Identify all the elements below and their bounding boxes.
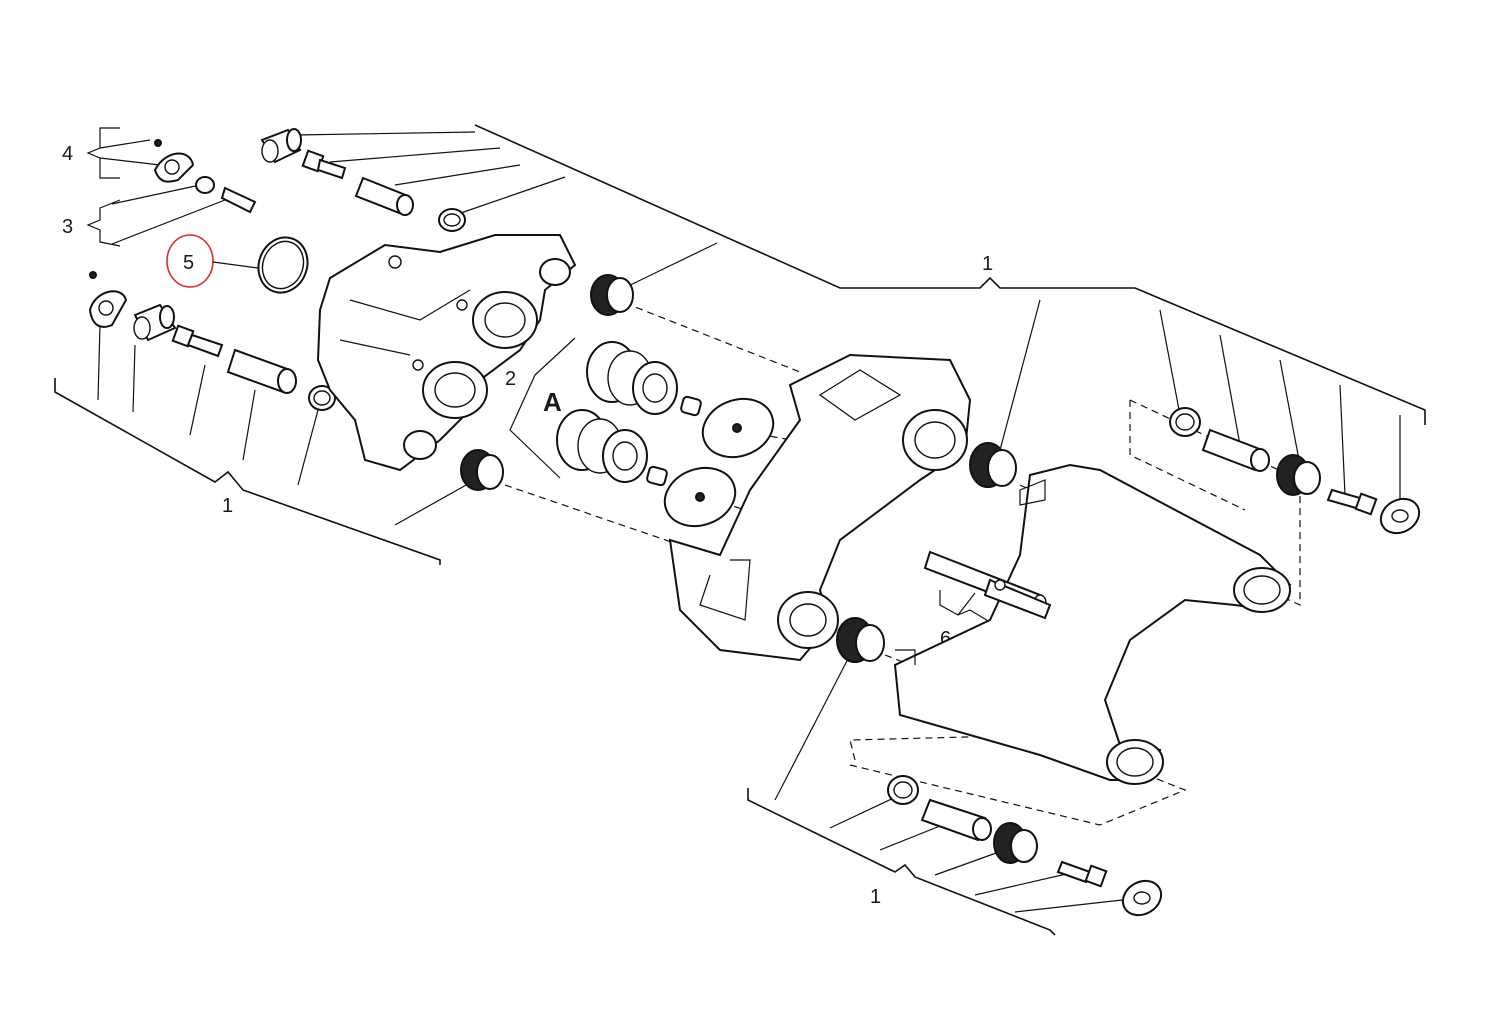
bellows-boots <box>460 274 1017 663</box>
bolt-right-part <box>1326 488 1378 516</box>
top-left-parts <box>153 128 466 294</box>
label-3: 3 <box>62 216 73 238</box>
bolt-bottom-part <box>1056 860 1108 888</box>
label-1-left: 1 <box>222 495 233 517</box>
bottom-kit-parts <box>887 775 1163 917</box>
guide-pin-bottom-part <box>920 798 992 842</box>
retaining-pins-part <box>923 550 1052 620</box>
callout-5-group: 5 <box>166 234 259 288</box>
boot-center-part <box>969 442 1017 488</box>
bleeder-cap-part <box>153 139 195 183</box>
small-bushing-left-part <box>308 385 336 411</box>
label-A: A <box>543 387 562 417</box>
boot-left-part <box>460 449 504 491</box>
label-6: 6 <box>940 628 951 650</box>
bushing-bottom-part <box>887 775 919 805</box>
callout-4-group: 4 <box>62 127 161 179</box>
adjuster-lower-part <box>646 465 668 487</box>
dust-boot-lower-part <box>556 409 648 483</box>
adjuster-upper-part <box>680 395 702 417</box>
small-bushing-part <box>438 208 466 232</box>
label-5: 5 <box>183 252 194 274</box>
highlight-circle <box>166 234 214 288</box>
mounting-frame-part <box>893 463 1292 785</box>
boot-bottom-part <box>993 822 1038 864</box>
retaining-ring-part <box>257 236 309 294</box>
left-bracket-group-1: 1 <box>54 324 476 565</box>
guide-bolt-left-part <box>171 324 224 358</box>
bleeder-screw-part <box>195 176 257 214</box>
boot-top-part <box>590 274 634 316</box>
bushing-left-part <box>133 303 177 342</box>
shim-lower-part <box>663 466 737 528</box>
right-kit-parts <box>1169 407 1421 535</box>
piston-kit-group <box>556 341 775 528</box>
bushing-part <box>260 128 302 164</box>
label-1-bottom: 1 <box>870 886 881 908</box>
top-bracket-group-1: 1 <box>294 124 1426 505</box>
label-2: 2 <box>505 368 516 390</box>
left-kit-parts <box>88 271 336 411</box>
guide-pin-left-part <box>226 348 297 394</box>
bushing-right-part <box>1169 407 1201 437</box>
shim-upper-part <box>701 397 775 459</box>
bleeder-cap-left-part <box>88 271 128 328</box>
guide-pin-right-part <box>1201 428 1270 472</box>
boot-right-part <box>1276 454 1321 496</box>
guide-bolt-part <box>301 149 347 180</box>
washer-bottom-part <box>1121 879 1163 917</box>
dust-boot-upper-part <box>586 341 678 415</box>
caliper-housing-part <box>316 234 577 472</box>
label-4: 4 <box>62 143 73 165</box>
guide-pin-part <box>354 176 414 216</box>
callout-3-group: 3 <box>62 184 226 247</box>
boot-middle-bottom-part <box>836 617 885 663</box>
carrier-bracket-part <box>668 353 972 662</box>
washer-right-part <box>1379 497 1421 535</box>
label-1-top: 1 <box>982 253 993 275</box>
callout-2-group: 2 A <box>505 337 576 479</box>
